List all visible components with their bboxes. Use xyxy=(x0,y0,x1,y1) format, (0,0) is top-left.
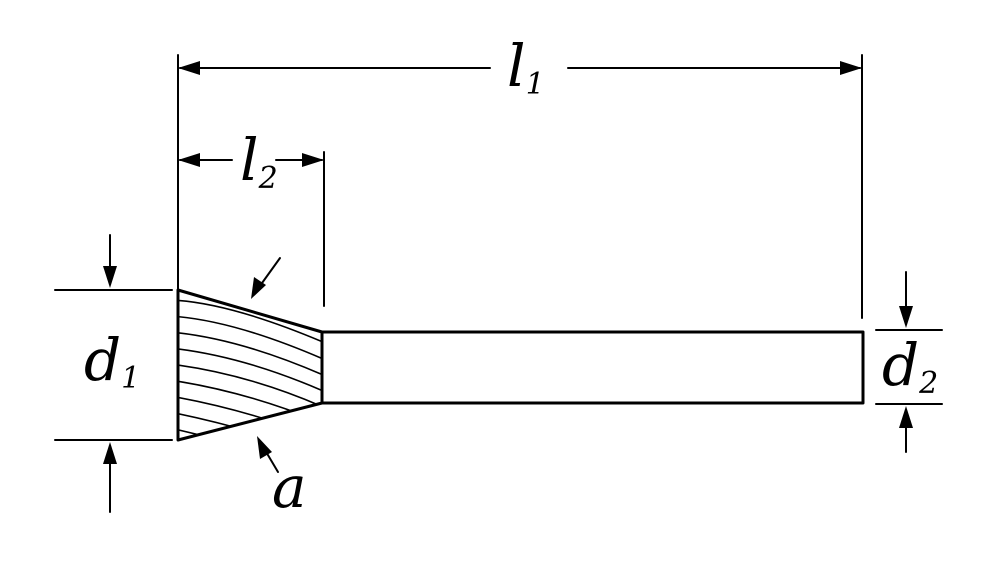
arrowhead-pointer-lower xyxy=(257,436,272,459)
label-d2: d2 xyxy=(882,331,938,401)
arrowhead-d2-bottom xyxy=(899,406,913,428)
arrowhead-l2-left xyxy=(178,153,200,167)
arrowhead-l1-left xyxy=(178,61,200,75)
label-l2: l2 xyxy=(240,126,278,196)
label-a: a xyxy=(272,453,307,521)
arrowhead-pointer-upper xyxy=(251,277,266,299)
label-l1: l1 xyxy=(507,32,545,102)
label-d1: d1 xyxy=(84,326,140,396)
tool-shank-outline xyxy=(320,330,865,405)
arrowhead-l2-right xyxy=(302,153,324,167)
arrowhead-l1-right xyxy=(840,61,862,75)
arrowhead-d1-top xyxy=(103,266,117,288)
arrowhead-d2-top xyxy=(899,306,913,328)
arrowhead-d1-bottom xyxy=(103,442,117,464)
